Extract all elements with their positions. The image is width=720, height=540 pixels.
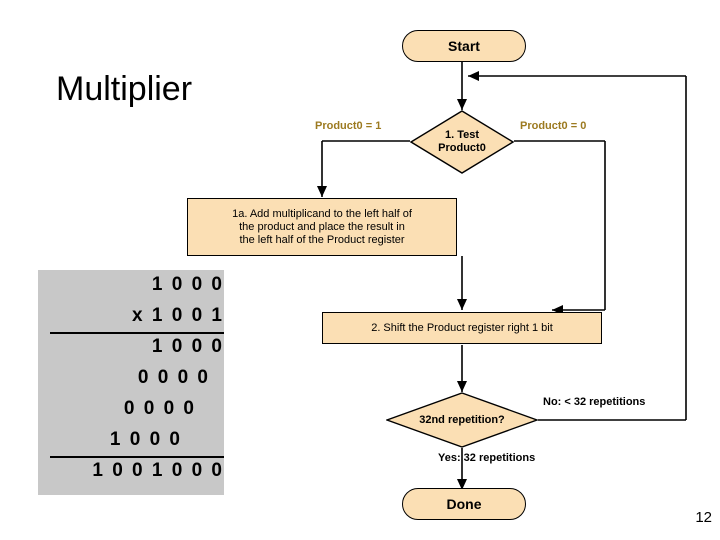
node-shift-product[interactable]: 2. Shift the Product register right 1 bi…: [322, 312, 602, 344]
label-no-branch: No: < 32 repetitions: [543, 396, 646, 408]
node-32nd-repetition-label: 32nd repetition?: [419, 413, 505, 426]
partial-product-2: 0 0 0 0: [137, 367, 210, 388]
node-add-multiplicand[interactable]: 1a. Add multiplicand to the left half of…: [187, 198, 457, 256]
label-product0-equals-1: Product0 = 1: [315, 120, 382, 132]
diamond-shape: [386, 392, 538, 448]
partial-product-4: 1 0 0 0: [109, 429, 182, 450]
multiplication-example: 1 0 0 0 x 1 0 0 1 1 0 0 0 0 0 0 0 0 0 0 …: [38, 270, 224, 495]
multiplier-row: x 1 0 0 1: [132, 305, 224, 326]
partial-product-3: 0 0 0 0: [123, 398, 196, 419]
node-32nd-repetition[interactable]: 32nd repetition?: [386, 392, 538, 448]
node-shift-product-label: 2. Shift the Product register right 1 bi…: [371, 321, 553, 334]
node-start[interactable]: Start: [402, 30, 526, 62]
product-total-row: 1 0 0 1 0 0 0: [92, 460, 224, 481]
flowchart-connectors: [316, 60, 687, 490]
node-done[interactable]: Done: [402, 488, 526, 520]
label-product0-equals-0: Product0 = 0: [520, 120, 587, 132]
divider-line-bottom: [50, 456, 224, 458]
page-title: Multiplier: [56, 70, 193, 108]
label-yes-branch: Yes: 32 repetitions: [438, 452, 536, 464]
partial-product-1: 1 0 0 0: [151, 336, 224, 357]
node-add-multiplicand-label: 1a. Add multiplicand to the left half of…: [232, 207, 412, 246]
divider-line-top: [50, 332, 224, 334]
multiplicand-row: 1 0 0 0: [151, 274, 224, 295]
page-number: 12: [695, 509, 712, 526]
diamond-shape: [410, 110, 514, 174]
